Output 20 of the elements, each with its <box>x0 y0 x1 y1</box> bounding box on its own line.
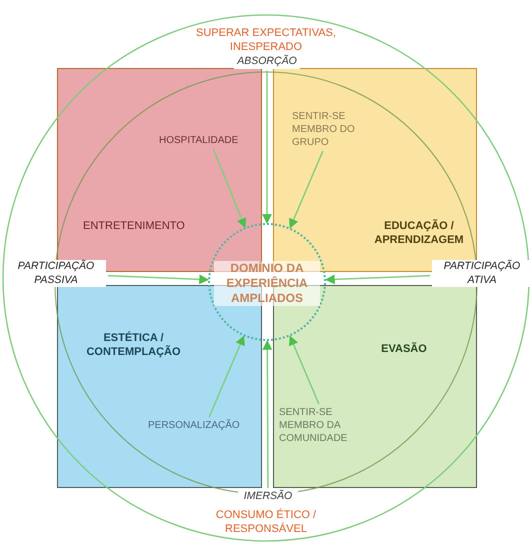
axis-label: ABSORÇÃO <box>234 55 300 69</box>
arrow <box>208 335 245 418</box>
domain-circle <box>208 223 326 341</box>
quadrant-title: ENTRETENIMENTO <box>83 219 186 234</box>
center-title: DOMÍNIO DA EXPERIÊNCIA AMPLIADOS <box>214 261 320 306</box>
quadrant-label: SENTIR-SE MEMBRO DO GRUPO <box>292 110 356 149</box>
arrow <box>212 148 246 228</box>
arrow <box>108 274 210 284</box>
quadrant-label: PERSONALIZAÇÃO <box>148 419 241 432</box>
quadrant-title: ESTÉTICA / CONTEMPLAÇÃO <box>85 331 182 360</box>
quadrant-title: EDUCAÇÃO / APRENDIZAGEM <box>373 219 465 248</box>
quadrant-label: HOSPITALIDADE <box>159 134 240 147</box>
outer-caption: SUPERAR EXPECTATIVAS, INESPERADO <box>195 26 337 54</box>
arrow <box>262 340 272 488</box>
quadrant-label: SENTIR-SE MEMBRO DA COMUNIDADE <box>279 406 348 445</box>
quadrant-title: EVASÃO <box>380 342 428 356</box>
axis-label: PARTICIPAÇÃO ATIVA <box>432 260 531 288</box>
arrow <box>289 150 324 229</box>
outer-caption: CONSUMO ÉTICO / RESPONSÁVEL <box>214 508 318 537</box>
arrow <box>289 335 320 404</box>
